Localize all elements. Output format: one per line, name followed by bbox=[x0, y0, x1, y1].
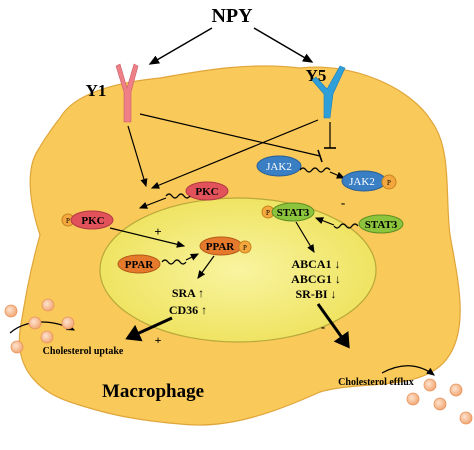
pkc-p-node bbox=[70, 210, 114, 230]
lipid-droplet-icon bbox=[41, 298, 55, 312]
cholesterol-uptake-label: Cholesterol uptake bbox=[43, 346, 124, 357]
arrow-y1-to-pkc bbox=[127, 125, 148, 188]
arrow-pkc-to-ppar bbox=[109, 227, 186, 248]
lipid-droplet-icon bbox=[433, 397, 447, 411]
squiggle-stat3-head bbox=[314, 217, 335, 226]
srbi-label: SR-BI ↓ bbox=[295, 287, 336, 301]
lipid-droplet-icon bbox=[406, 392, 420, 406]
abcg1-label: ABCG1 ↓ bbox=[291, 272, 341, 286]
sra-label: SRA ↑ bbox=[172, 286, 204, 300]
inhibit-y1-to-jak2 bbox=[139, 113, 321, 157]
jak2-phospho-icon bbox=[381, 174, 397, 190]
lipid-droplet-icon bbox=[40, 330, 54, 344]
pkc-label: PKC bbox=[195, 186, 218, 198]
lipid-droplet-icon bbox=[4, 304, 18, 318]
macrophage-label: Macrophage bbox=[102, 381, 204, 402]
arrow-npy-to-y5 bbox=[253, 27, 314, 63]
npy-label: NPY bbox=[211, 5, 253, 27]
inhibit-bar-jak2 bbox=[317, 149, 323, 163]
y1-label: Y1 bbox=[86, 81, 107, 100]
minus-efflux: - bbox=[321, 319, 325, 334]
stat3-node bbox=[358, 214, 404, 234]
arrow-npy-to-y1 bbox=[148, 27, 213, 65]
lipid-droplet-icon bbox=[61, 316, 75, 330]
stat3-p-node bbox=[271, 202, 315, 222]
stat3-label: STAT3 bbox=[365, 219, 398, 231]
ppar-phospho-label: P bbox=[243, 244, 247, 252]
ppar-label: PPAR bbox=[125, 259, 155, 271]
plus-pkc-ppar: + bbox=[154, 224, 161, 239]
jak2-p-label: JAK2 bbox=[349, 176, 375, 188]
arrow-stat3-to-targets bbox=[295, 221, 315, 254]
squiggle-jak2-head bbox=[329, 171, 346, 179]
squiggle-pkc-head bbox=[138, 197, 167, 209]
efflux-curve-arrow bbox=[381, 365, 435, 376]
squiggle-ppar bbox=[161, 259, 187, 265]
abca1-label: ABCA1 ↓ bbox=[291, 257, 340, 271]
plus-uptake: + bbox=[155, 333, 162, 347]
squiggle-pkc bbox=[165, 193, 191, 199]
jak2-phospho-label: P bbox=[387, 179, 391, 187]
squiggle-stat3 bbox=[333, 223, 359, 229]
pkc-phospho-label: P bbox=[66, 217, 70, 225]
ppar-node bbox=[117, 254, 161, 274]
arrow-ppar-to-sra bbox=[197, 255, 215, 279]
jak2-label: JAK2 bbox=[266, 161, 292, 173]
arrow-y5-to-pkc bbox=[150, 119, 319, 189]
squiggle-ppar-head bbox=[185, 253, 200, 261]
lipid-droplets-left bbox=[4, 298, 75, 354]
minus-stat3: - bbox=[341, 195, 345, 210]
pkc-p-label: PKC bbox=[81, 215, 104, 227]
squiggle-jak2 bbox=[299, 167, 331, 173]
ppar-p-label: PPAR bbox=[206, 241, 236, 253]
lipid-droplet-icon bbox=[10, 340, 24, 354]
y5-receptor-icon bbox=[311, 65, 346, 119]
jak2-node bbox=[256, 155, 302, 177]
cd36-label: CD36 ↑ bbox=[169, 303, 207, 317]
arrow-to-efflux bbox=[316, 303, 350, 349]
y1-receptor-icon bbox=[115, 63, 139, 123]
ppar-phospho-icon bbox=[238, 240, 252, 254]
nucleus bbox=[99, 197, 377, 343]
stat3-phospho-label: P bbox=[266, 209, 270, 217]
lipid-droplet-icon bbox=[423, 378, 437, 392]
cholesterol-efflux-label: Cholesterol efflux bbox=[338, 377, 414, 388]
lipid-droplet-icon bbox=[459, 411, 473, 425]
stat3-p-label: STAT3 bbox=[277, 207, 310, 219]
lipid-droplet-icon bbox=[28, 316, 42, 330]
lipid-droplet-icon bbox=[449, 383, 463, 397]
arrow-to-uptake bbox=[125, 316, 173, 342]
y5-label: Y5 bbox=[306, 66, 327, 85]
pkc-node bbox=[185, 181, 229, 201]
lipid-droplets-right bbox=[406, 378, 473, 425]
